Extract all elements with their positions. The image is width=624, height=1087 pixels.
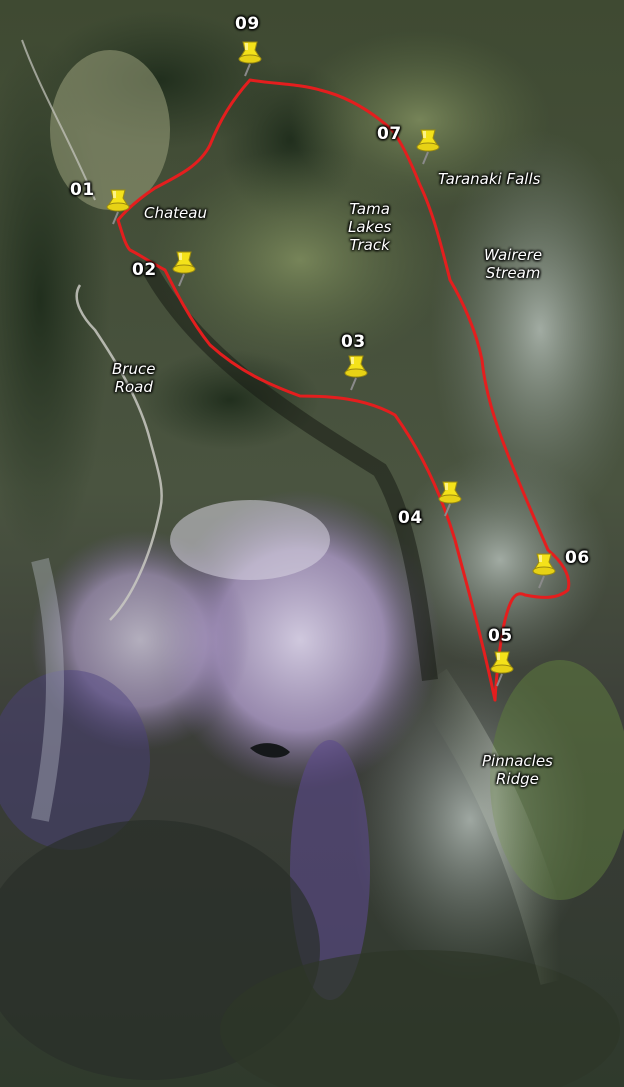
place-label-tama-lakes-track: Tama Lakes Track	[348, 200, 392, 254]
pushpin-icon-04[interactable]	[436, 478, 464, 518]
waypoint-label-02: 02	[132, 260, 157, 280]
waypoint-label-09: 09	[235, 14, 260, 34]
waypoint-label-03: 03	[341, 332, 366, 352]
place-label-pinnacles-ridge: Pinnacles Ridge	[482, 752, 553, 788]
waypoint-label-07: 07	[377, 124, 402, 144]
place-label-chateau: Chateau	[144, 204, 207, 222]
pushpin-icon-02[interactable]	[170, 248, 198, 288]
place-label-bruce-road: Bruce Road	[112, 360, 156, 396]
place-label-taranaki-falls: Taranaki Falls	[438, 170, 541, 188]
waypoint-label-05: 05	[488, 626, 513, 646]
place-label-wairere-stream: Wairere Stream	[484, 246, 543, 282]
waypoint-label-01: 01	[70, 180, 95, 200]
pushpin-icon-05[interactable]	[488, 648, 516, 688]
pushpin-icon-06[interactable]	[530, 550, 558, 590]
bruce-road-line	[75, 284, 163, 621]
waypoint-label-04: 04	[398, 508, 423, 528]
pushpin-icon-07[interactable]	[414, 126, 442, 166]
route-line	[116, 78, 571, 702]
waypoint-label-06: 06	[565, 548, 590, 568]
pushpin-icon-09[interactable]	[236, 38, 264, 78]
pushpin-icon-01[interactable]	[104, 186, 132, 226]
pushpin-icon-03[interactable]	[342, 352, 370, 392]
